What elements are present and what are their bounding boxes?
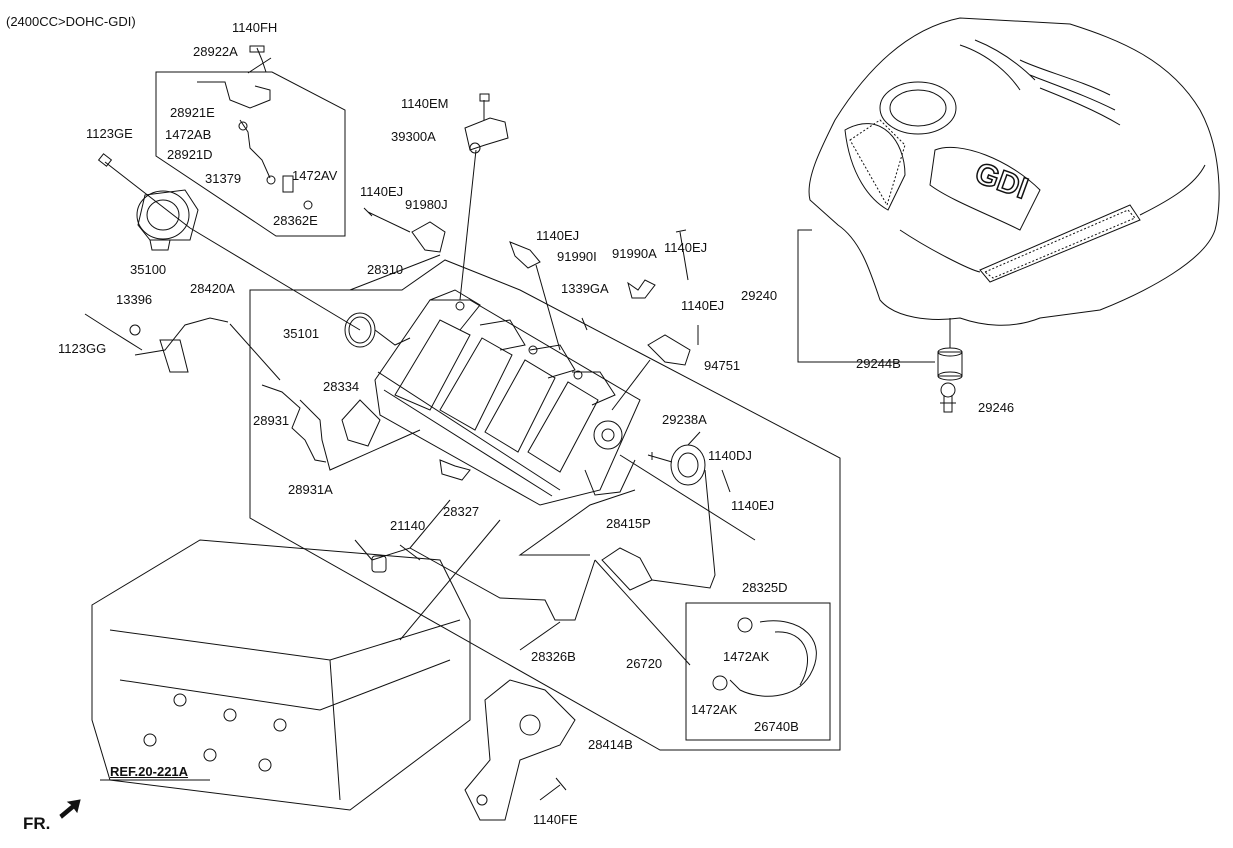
- hose-28420A: [134, 317, 229, 356]
- bolt-1140EJ-a: [363, 207, 411, 233]
- intake-manifold: [374, 289, 641, 506]
- pipe-21140: [354, 539, 596, 621]
- part-label-28420A: 28420A: [190, 281, 235, 296]
- part-label-1123GG: 1123GG: [58, 341, 107, 356]
- part-label-1140EJ-e: 1140EJ: [731, 498, 775, 513]
- part-label-1140FH: 1140FH: [232, 20, 278, 35]
- hose-kit-box: [155, 71, 346, 237]
- hose-28922A: [197, 81, 271, 109]
- part-label-28931: 28931: [253, 413, 290, 428]
- part-label-28415P: 28415P: [606, 516, 651, 531]
- part-label-28921D: 28921D: [167, 147, 213, 162]
- bracket-91990I: [509, 241, 541, 269]
- cylinder-head: [91, 539, 471, 811]
- throttle-body: [136, 189, 199, 251]
- part-label-29238A: 29238A: [662, 412, 707, 427]
- part-label-28325D: 28325D: [742, 580, 788, 595]
- engine-cover: [808, 17, 1220, 326]
- bracket-28414B: [464, 679, 576, 821]
- part-label-26740B: 26740B: [754, 719, 799, 734]
- part-label-28334: 28334: [323, 379, 360, 394]
- sensor-39300A: [459, 93, 509, 301]
- part-label-21140: 21140: [390, 518, 426, 533]
- part-label-1140EJ-c: 1140EJ: [664, 240, 708, 255]
- hose-28921D: [239, 119, 271, 179]
- front-arrow-icon: [59, 799, 81, 819]
- part-label-26720: 26720: [626, 656, 663, 671]
- bracket-91990A: [627, 279, 656, 299]
- front-marker: FR.: [23, 814, 51, 833]
- bracket-91980J: [411, 221, 446, 253]
- part-label-91990I: 91990I: [557, 249, 597, 264]
- part-label-31379: 31379: [205, 171, 242, 186]
- part-label-28327: 28327: [443, 504, 480, 519]
- leader-cover-bracket: [797, 229, 935, 363]
- part-label-28310: 28310: [367, 262, 404, 277]
- part-label-35100: 35100: [130, 262, 167, 277]
- part-label-94751: 94751: [704, 358, 741, 373]
- detail-box: [685, 602, 831, 741]
- part-label-13396: 13396: [116, 292, 153, 307]
- hose-28931: [261, 384, 327, 463]
- hose-26740B: [729, 620, 817, 697]
- part-label-1472AK-a: 1472AK: [723, 649, 770, 664]
- part-label-1472AB: 1472AB: [165, 127, 212, 142]
- part-label-1140EJ-b: 1140EJ: [536, 228, 580, 243]
- part-label-1140FE: 1140FE: [533, 812, 578, 827]
- valve-28415P: [601, 547, 653, 591]
- part-label-35101: 35101: [283, 326, 320, 341]
- bracket-94751: [647, 334, 691, 366]
- part-label-29244B: 29244B: [856, 356, 901, 371]
- actuator-29238A: [647, 431, 706, 486]
- part-label-29240: 29240: [741, 288, 778, 303]
- clip-28327: [439, 459, 471, 481]
- part-label-39300A: 39300A: [391, 129, 436, 144]
- part-label-1339GA: 1339GA: [561, 281, 609, 296]
- gdi-logo: GDI: [971, 156, 1032, 205]
- part-label-28326B: 28326B: [531, 649, 576, 664]
- grommet-29244B: [937, 318, 963, 381]
- part-label-91990A: 91990A: [612, 246, 657, 261]
- part-label-29246: 29246: [978, 400, 1015, 415]
- part-label-1140EJ-a: 1140EJ: [360, 184, 404, 199]
- part-label-28922A: 28922A: [193, 44, 238, 59]
- bolt-1140FE: [539, 777, 567, 801]
- bolt-29246: [940, 382, 956, 413]
- manifold-box: [249, 259, 841, 751]
- engine-spec-header: (2400CC>DOHC-GDI): [6, 14, 136, 29]
- part-label-1123GE: 1123GE: [86, 126, 133, 141]
- part-label-1140EM: 1140EM: [401, 96, 449, 111]
- part-label-91980J: 91980J: [405, 197, 448, 212]
- gasket-28334: [341, 399, 381, 447]
- part-label-28931A: 28931A: [288, 482, 333, 497]
- reference-link[interactable]: REF.20-221A: [110, 764, 189, 779]
- part-label-1140EJ-d: 1140EJ: [681, 298, 725, 313]
- bolt-1123GE: [104, 161, 191, 229]
- part-label-1472AK-b: 1472AK: [691, 702, 738, 717]
- part-label-28414B: 28414B: [588, 737, 633, 752]
- part-label-28921E: 28921E: [170, 105, 215, 120]
- hose-28325D: [651, 469, 716, 589]
- part-label-28362E: 28362E: [273, 213, 318, 228]
- part-label-1140DJ: 1140DJ: [708, 448, 752, 463]
- part-label-1472AV: 1472AV: [292, 168, 338, 183]
